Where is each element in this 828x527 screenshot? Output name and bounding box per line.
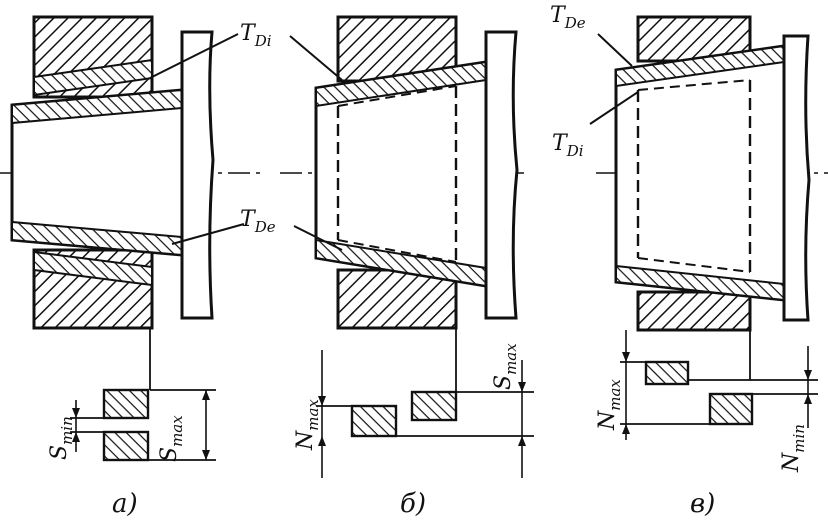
label-nmin-v: Nmin <box>779 424 808 473</box>
panel-a: TDi TDe Smin Smax а) <box>0 15 276 519</box>
label-nmax-v: Nmax <box>595 379 624 431</box>
flange-v <box>782 34 811 322</box>
hole-field-a <box>102 388 150 420</box>
label-smax-b: Smax <box>491 343 520 390</box>
flange-a <box>180 30 215 320</box>
label-tde-v: TDe <box>550 3 586 32</box>
label-nmax-b: Nmax <box>293 399 322 451</box>
hub-bottom-v <box>636 290 752 332</box>
hole-tol-bottom-a <box>33 250 153 287</box>
shaft-cone-v <box>614 44 786 302</box>
shaft-field-a <box>102 430 150 462</box>
hole-field-b <box>410 390 458 422</box>
caption-v: в) <box>690 489 715 519</box>
shaft-field-v <box>644 360 690 386</box>
shaft-field-b <box>350 404 398 438</box>
label-tdi-v: TDi <box>552 131 584 160</box>
hub-bottom-b <box>336 268 458 330</box>
caption-a: а) <box>112 489 138 519</box>
panel-b: Nmax Smax б) <box>280 15 534 519</box>
flange-b <box>484 30 519 320</box>
caption-b: б) <box>400 489 426 519</box>
panel-v: TDe TDi Nmax Nmin в) <box>550 3 828 519</box>
label-smin-a: Smin <box>47 416 76 460</box>
label-tde-a: TDe <box>240 207 276 236</box>
hole-field-v <box>708 392 754 426</box>
label-tdi-a: TDi <box>240 21 272 50</box>
label-smax-a: Smax <box>157 415 186 462</box>
